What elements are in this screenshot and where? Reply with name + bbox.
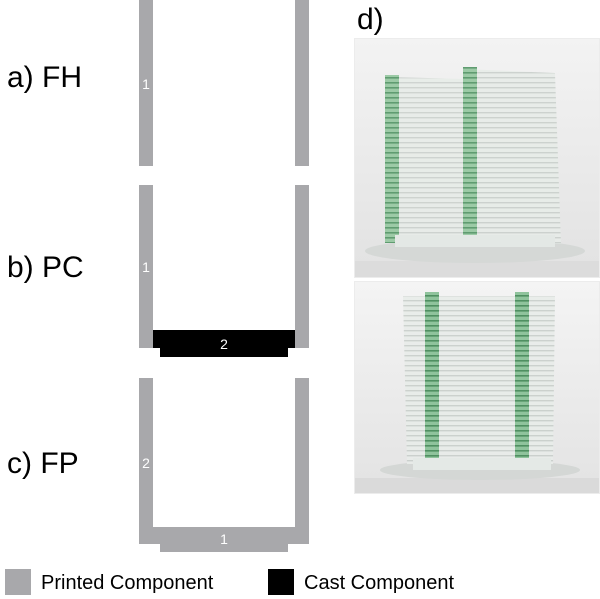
panel-b-label: b) PC <box>7 251 84 285</box>
panel-a-left-wall-number: 1 <box>139 77 153 91</box>
panel-d-label: d) <box>357 3 384 37</box>
photo-top-image <box>355 39 599 277</box>
panel-b-right-wall <box>295 185 309 348</box>
panel-a-label: a) FH <box>7 61 82 95</box>
panel-b-base-number: 2 <box>217 337 231 351</box>
photo-bottom-image <box>355 282 599 493</box>
photo-top <box>354 38 600 278</box>
legend-cast-label: Cast Component <box>304 571 454 595</box>
panel-a-right-wall <box>295 0 309 166</box>
panel-c-base-number: 1 <box>217 532 231 546</box>
panel-c-right-wall <box>295 378 309 544</box>
panel-c-label: c) FP <box>7 447 79 481</box>
legend-printed-swatch <box>5 569 31 595</box>
legend-printed-label: Printed Component <box>41 571 213 595</box>
legend-cast-swatch <box>268 569 294 595</box>
panel-b-left-wall-number: 1 <box>139 260 153 274</box>
panel-c-left-wall-number: 2 <box>139 456 153 470</box>
photo-bottom <box>354 281 600 494</box>
